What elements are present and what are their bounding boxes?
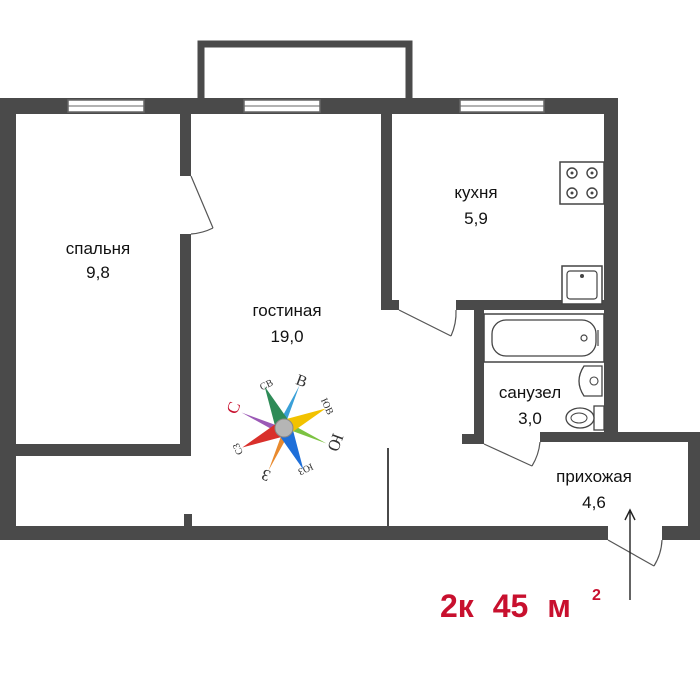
bedroom-area: 9,8 bbox=[86, 263, 110, 282]
summary-area: 45 bbox=[493, 588, 529, 624]
stove bbox=[559, 161, 605, 205]
bathroom-name: санузел bbox=[499, 383, 561, 402]
compass-point-e bbox=[284, 408, 326, 432]
living-name: гостиная bbox=[252, 301, 321, 320]
compass-rose: С СВ В ЮВ Ю ЮЗ З СЗ bbox=[220, 364, 348, 492]
kitchen-sink bbox=[561, 265, 603, 305]
living-area: 19,0 bbox=[270, 327, 303, 346]
bottom-wall bbox=[0, 526, 608, 540]
bathroom-bottom-wall-left bbox=[462, 434, 484, 444]
summary-line: 2к 45 м bbox=[440, 588, 571, 624]
windows bbox=[67, 99, 545, 113]
kitchen-bottom-wall-right bbox=[456, 300, 608, 310]
right-wall-lower bbox=[688, 432, 700, 540]
window-bedroom bbox=[67, 99, 145, 113]
kitchen-area: 5,9 bbox=[464, 209, 488, 228]
compass-point-w bbox=[242, 424, 284, 448]
living-kitchen-wall bbox=[381, 112, 392, 310]
hallway-name: прихожая bbox=[556, 467, 632, 486]
kitchen-name: кухня bbox=[454, 183, 497, 202]
kitchen-bottom-wall-left bbox=[381, 300, 399, 310]
compass-point-n bbox=[264, 386, 288, 428]
entrance-arrow bbox=[624, 508, 636, 600]
bathroom-bottom-wall-right bbox=[540, 432, 608, 442]
summary-unit: м bbox=[547, 588, 571, 624]
compass-point-s bbox=[280, 428, 304, 470]
bathroom-area: 3,0 bbox=[518, 409, 542, 428]
summary-unit-exponent: 2 bbox=[592, 587, 601, 604]
bathroom-left-wall bbox=[474, 300, 484, 444]
washbasin bbox=[578, 365, 603, 397]
apartment-summary: 2к 45 м 2 bbox=[440, 587, 601, 624]
window-living bbox=[243, 99, 321, 113]
compass-center bbox=[274, 418, 294, 438]
door-bedroom bbox=[190, 175, 214, 235]
interior-walls bbox=[14, 112, 608, 528]
hallway-area: 4,6 bbox=[582, 493, 606, 512]
corridor-stub bbox=[184, 514, 192, 528]
right-wall-upper bbox=[604, 98, 618, 438]
compass-label-s: Ю bbox=[323, 431, 347, 454]
door-kitchen bbox=[398, 309, 457, 337]
bedroom-living-wall-upper bbox=[180, 112, 191, 176]
door-entrance bbox=[607, 539, 663, 567]
bedroom-name: спальня bbox=[66, 239, 131, 258]
entry-wall-right bbox=[662, 526, 700, 540]
balcony bbox=[197, 40, 413, 100]
left-wall bbox=[0, 98, 16, 538]
summary-rooms: 2к bbox=[440, 588, 475, 624]
toilet bbox=[565, 405, 605, 431]
compass-label-ne: СВ bbox=[258, 377, 275, 393]
window-kitchen bbox=[459, 99, 545, 113]
door-bathroom bbox=[483, 441, 541, 467]
compass-label-nw: СЗ bbox=[231, 441, 246, 456]
bedroom-living-wall-lower bbox=[180, 234, 191, 456]
hallway-top-wall bbox=[604, 432, 700, 442]
bathtub bbox=[483, 313, 605, 363]
room-labels: спальня 9,8 гостиная 19,0 кухня 5,9 сану… bbox=[66, 183, 632, 512]
doors bbox=[190, 175, 663, 567]
bedroom-bottom-wall bbox=[14, 444, 191, 456]
